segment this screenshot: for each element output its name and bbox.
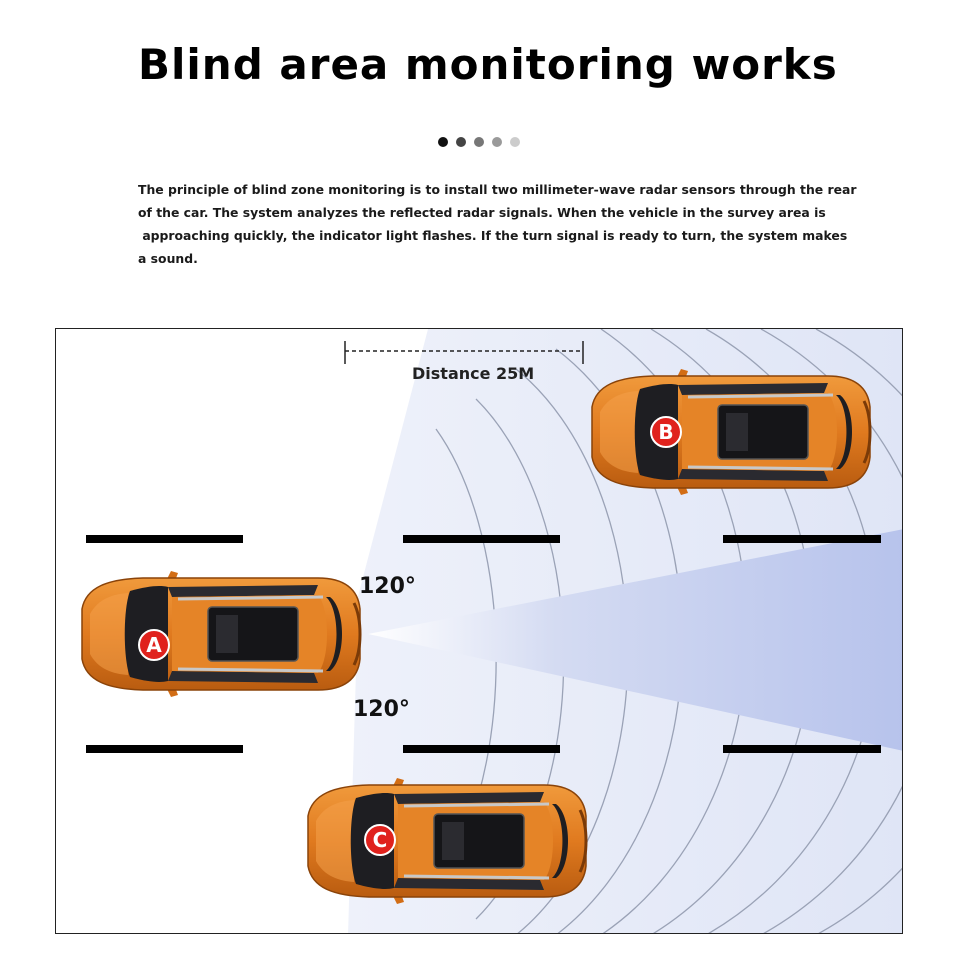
carousel-dots <box>438 137 520 147</box>
distance-marker <box>344 341 584 364</box>
page-title: Blind area monitoring works <box>138 40 838 89</box>
car-badge-label: A <box>146 633 162 657</box>
angle-label-bottom: 120° <box>353 697 410 722</box>
car-badge <box>138 629 170 661</box>
description-paragraph: The principle of blind zone monitoring i… <box>138 178 868 270</box>
distance-label: Distance 25M <box>412 364 534 383</box>
diagram-canvas: Distance 25M 120° 120° <box>80 329 902 933</box>
car-c: C <box>306 776 588 906</box>
angle-label-top: 120° <box>359 574 416 599</box>
radar-beam <box>368 529 902 751</box>
carousel-dot[interactable] <box>456 137 466 147</box>
carousel-dot[interactable] <box>510 137 520 147</box>
blind-spot-diagram: Distance 25M 120° 120° <box>55 328 903 934</box>
description-line: of the car. The system analyzes the refl… <box>138 205 826 220</box>
car-badge-label: C <box>373 828 388 852</box>
description-line: approaching quickly, the indicator light… <box>138 228 848 243</box>
car-a: A <box>80 569 362 699</box>
lane-lines <box>86 535 881 753</box>
car-badge <box>364 824 396 856</box>
carousel-dot[interactable] <box>474 137 484 147</box>
description-line: a sound. <box>138 251 198 266</box>
car-badge <box>650 416 682 448</box>
car-badge-label: B <box>658 420 673 444</box>
car-b: B <box>590 367 872 497</box>
carousel-dot[interactable] <box>438 137 448 147</box>
carousel-dot[interactable] <box>492 137 502 147</box>
description-line: The principle of blind zone monitoring i… <box>138 182 857 197</box>
